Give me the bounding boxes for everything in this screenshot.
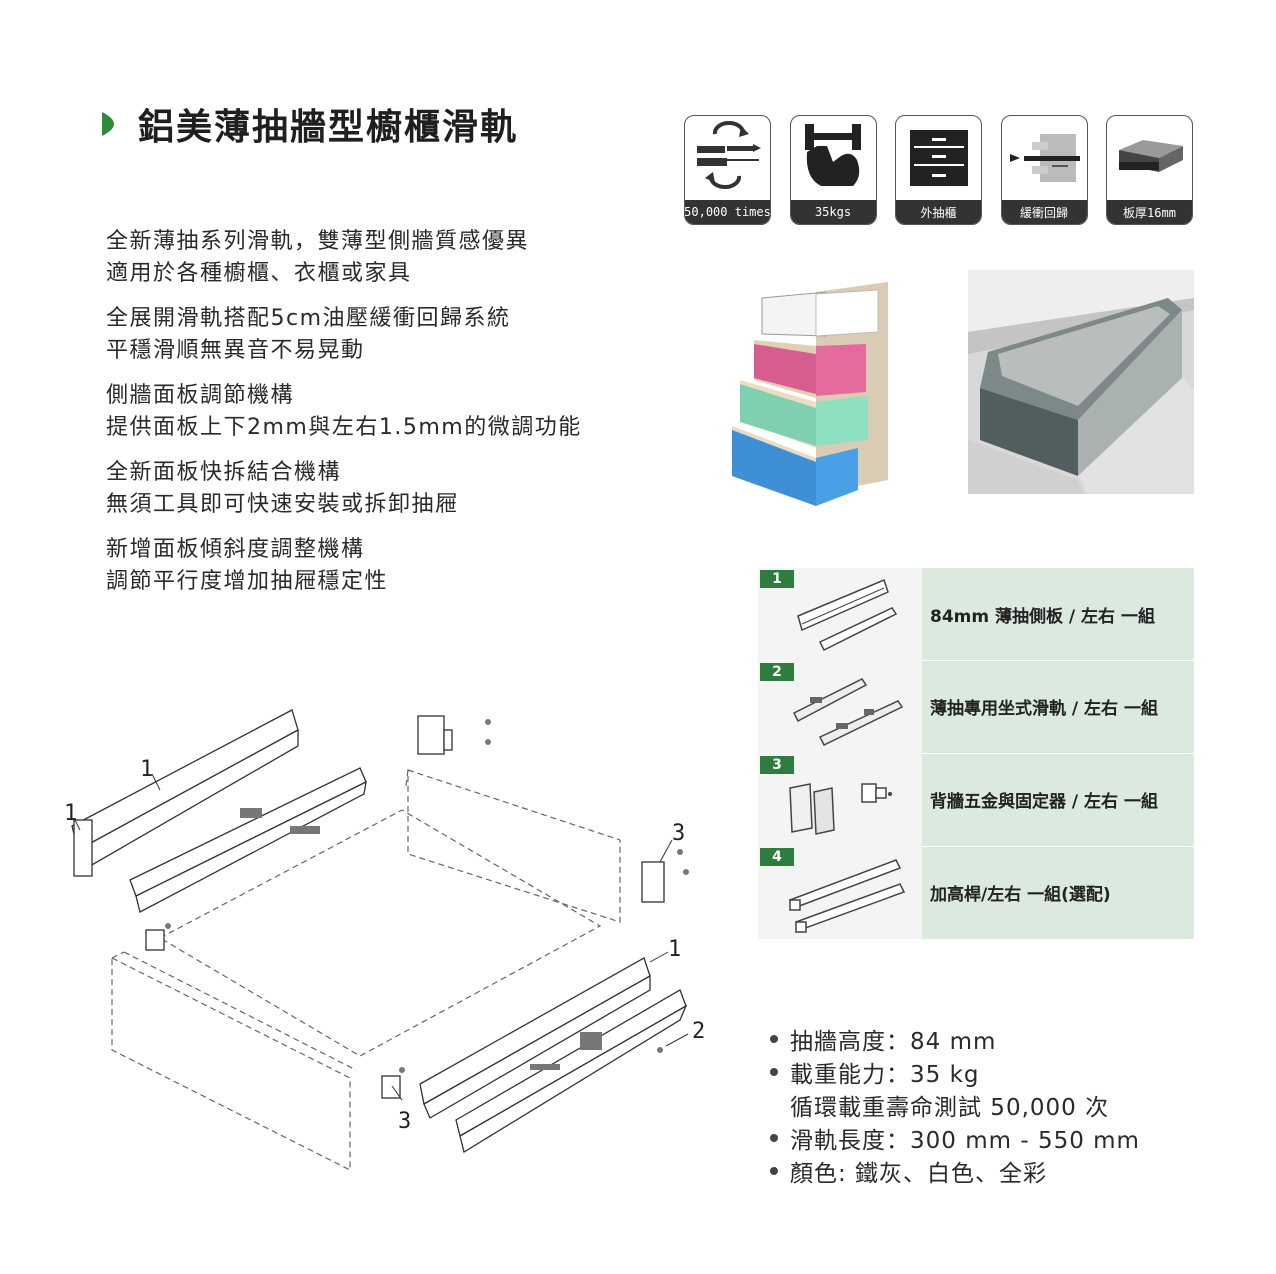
part-description: 84mm 薄抽側板 / 左右 一組 — [930, 606, 1155, 627]
cycle-test-icon — [697, 120, 761, 190]
spec-item: 載重能力：35 kg — [766, 1055, 1140, 1088]
icon-card-drawer: 外抽櫃 — [895, 115, 982, 225]
feature-line: 全展開滑軌搭配5cm油壓緩衝回歸系統 — [106, 306, 511, 331]
feature-item: 全展開滑軌搭配5cm油壓緩衝回歸系統 平穩滑順無異音不易晃動 — [106, 303, 626, 367]
feature-line: 適用於各種櫥櫃、衣櫃或家具 — [106, 261, 412, 286]
title-row: 鋁美薄抽牆型櫥櫃滑軌 — [100, 98, 518, 150]
feature-item: 全新面板快拆結合機構 無須工具即可快速安裝或拆卸抽屜 — [106, 457, 626, 521]
feature-item: 新增面板傾斜度調整機構 調節平行度增加抽屜穩定性 — [106, 534, 626, 598]
part-row: 1 84mm 薄抽側板 / 左右 一組 — [758, 568, 1194, 661]
feature-line: 全新面板快拆結合機構 — [106, 460, 342, 485]
icon-label: 外抽櫃 — [896, 200, 981, 224]
spec-item: 顏色: 鐵灰、白色、全彩 — [766, 1154, 1140, 1187]
part-number: 3 — [760, 755, 794, 774]
part-description: 薄抽專用坐式滑軌 / 左右 一組 — [930, 699, 1158, 720]
feature-item: 側牆面板調節機構 提供面板上下2mm與左右1.5mm的微調功能 — [106, 380, 626, 444]
part-number: 1 — [760, 570, 794, 588]
part-row: 3 背牆五金與固定器 / 左右 一組 — [758, 754, 1194, 847]
row-divider — [922, 753, 1194, 754]
feature-icons: 50,000 times 35kgs 外抽櫃 緩衝回歸 — [684, 115, 1193, 225]
part-row: 4 加高桿/左右 一組(選配) — [758, 846, 1194, 939]
board-thickness-icon — [1119, 140, 1183, 172]
icon-card-strength: 35kgs — [789, 115, 877, 225]
part-number: 4 — [760, 848, 794, 867]
feature-line: 側牆面板調節機構 — [106, 383, 295, 408]
part-description: 加高桿/左右 一組(選配) — [930, 884, 1111, 905]
soft-close-icon — [1009, 134, 1080, 182]
bullet-icon — [770, 1034, 778, 1043]
callout-label: 3 — [672, 821, 685, 846]
feature-line: 全新薄抽系列滑軌，雙薄型側牆質感優異 — [106, 229, 530, 254]
feature-item: 全新薄抽系列滑軌，雙薄型側牆質感優異 適用於各種櫥櫃、衣櫃或家具 — [106, 226, 626, 290]
icon-card-board: 板厚16mm — [1106, 115, 1193, 225]
callout-label: 3 — [398, 1109, 411, 1134]
bullet-icon — [770, 1166, 778, 1175]
bullet-icon — [770, 1133, 778, 1142]
colorful-drawers-photo — [732, 282, 888, 506]
page-title: 鋁美薄抽牆型櫥櫃滑軌 — [138, 107, 519, 148]
row-divider — [922, 660, 1194, 661]
row-divider — [922, 846, 1194, 847]
grey-drawer-photo — [968, 270, 1194, 494]
icon-card-cycle: 50,000 times — [684, 115, 771, 225]
spec-text: 抽牆高度：84 mm — [790, 1028, 997, 1055]
assembly-diagram: 1 1 3 1 2 3 — [64, 709, 705, 1170]
icon-label: 35kgs — [790, 200, 876, 224]
spec-item: 滑軌長度：300 mm - 550 mm — [766, 1121, 1140, 1154]
spec-text: 載重能力：35 kg — [790, 1061, 980, 1088]
part-row: 2 薄抽專用坐式滑軌 / 左右 一組 — [758, 661, 1194, 754]
slide-rail-image — [792, 677, 904, 746]
spec-text: 循環載重壽命測試 50,000 次 — [790, 1094, 1110, 1121]
icon-label: 50,000 times — [685, 200, 770, 224]
callout-label: 1 — [668, 937, 681, 962]
side-panel-image — [797, 578, 898, 652]
spec-item: 循環載重壽命測試 50,000 次 — [766, 1088, 1140, 1121]
part-description: 背牆五金與固定器 / 左右 一組 — [930, 792, 1158, 812]
feature-list: 全新薄抽系列滑軌，雙薄型側牆質感優異 適用於各種櫥櫃、衣櫃或家具 全展開滑軌搭配… — [106, 226, 626, 611]
extension-bar-image — [788, 859, 906, 933]
feature-line: 無須工具即可快速安裝或拆卸抽屜 — [106, 492, 459, 517]
feature-line: 提供面板上下2mm與左右1.5mm的微調功能 — [106, 415, 582, 440]
callout-label: 1 — [64, 801, 77, 826]
parts-table: 1 84mm 薄抽側板 / 左右 一組 2 薄抽專用坐式滑軌 / 左右 一組 3 — [758, 568, 1194, 939]
bullet-icon — [770, 1067, 778, 1076]
drawer-icon — [910, 130, 968, 186]
spec-text: 滑軌長度：300 mm - 550 mm — [790, 1127, 1140, 1154]
part-number: 2 — [760, 662, 794, 681]
strength-icon — [804, 124, 861, 186]
spec-list: 抽牆高度：84 mm 載重能力：35 kg 循環載重壽命測試 50,000 次 … — [766, 1022, 1140, 1187]
back-hardware-image — [789, 782, 892, 835]
feature-line: 調節平行度增加抽屜穩定性 — [106, 569, 389, 594]
icon-card-soft-close: 緩衝回歸 — [1000, 115, 1088, 225]
feature-line: 平穩滑順無異音不易晃動 — [106, 338, 365, 363]
spec-item: 抽牆高度：84 mm — [766, 1022, 1140, 1055]
icon-label: 板厚16mm — [1107, 200, 1192, 224]
callout-label: 1 — [140, 757, 153, 782]
spec-text: 顏色: 鐵灰、白色、全彩 — [790, 1160, 1048, 1187]
feature-line: 新增面板傾斜度調整機構 — [106, 537, 365, 562]
callout-label: 2 — [692, 1019, 705, 1044]
title-marker-icon — [102, 112, 114, 136]
icon-label: 緩衝回歸 — [1001, 200, 1087, 224]
